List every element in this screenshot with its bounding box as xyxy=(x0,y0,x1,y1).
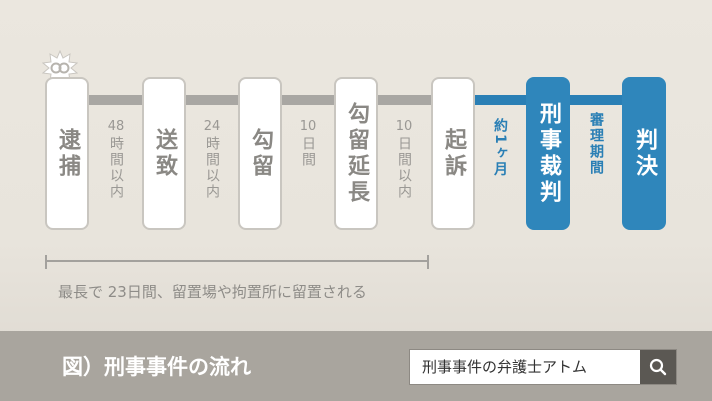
flow-diagram: 逮捕 送致 勾留 勾留延長 起訴 刑事裁判 判決 48 時間以内 24 時間以内… xyxy=(42,50,666,301)
duration-10days-within: 10 日間以内 xyxy=(395,119,413,200)
search-box[interactable]: 刑事事件の弁護士アトム xyxy=(409,349,677,385)
duration-48h: 48 時間以内 xyxy=(107,119,125,200)
footer-bar: 図）刑事事件の流れ 刑事事件の弁護士アトム xyxy=(0,331,712,401)
handcuff-burst-icon xyxy=(42,50,78,86)
search-button[interactable] xyxy=(640,350,676,384)
detention-note: 最長で 23日間、留置場や拘置所に留置される xyxy=(58,283,367,301)
stage-indictment: 起訴 xyxy=(431,77,475,230)
figure-caption: 図）刑事事件の流れ xyxy=(62,355,251,379)
detention-span-bracket xyxy=(45,255,429,272)
duration-24h: 24 時間以内 xyxy=(203,119,221,200)
stage-judgment: 判決 xyxy=(622,77,666,230)
duration-about-1-month: 約1ヶ月 xyxy=(492,118,508,178)
stage-detention: 勾留 xyxy=(238,77,282,230)
search-icon xyxy=(649,358,667,376)
search-input[interactable]: 刑事事件の弁護士アトム xyxy=(422,358,588,376)
duration-trial-period: 審理期間 xyxy=(588,112,604,176)
stage-arrest: 逮捕 xyxy=(45,77,89,230)
stage-detention-extension: 勾留延長 xyxy=(334,77,378,230)
duration-10days: 10 日間 xyxy=(299,119,317,168)
stage-criminal-trial: 刑事裁判 xyxy=(526,77,570,230)
stage-referral: 送致 xyxy=(142,77,186,230)
